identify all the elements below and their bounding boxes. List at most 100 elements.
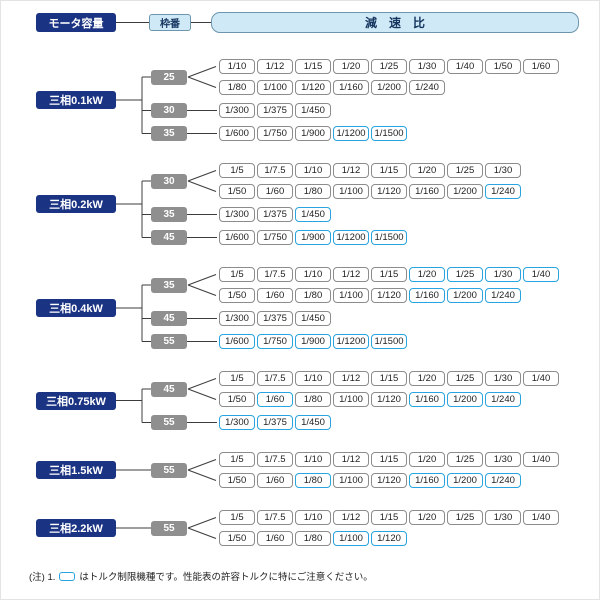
ratio-box: 1/25 (447, 452, 483, 467)
ratio-box: 1/375 (257, 207, 293, 222)
ratio-box: 1/20 (409, 510, 445, 525)
ratio-box-torque-limited: 1/60 (257, 392, 293, 407)
ratio-box-torque-limited: 1/120 (371, 531, 407, 546)
ratio-box-torque-limited: 1/80 (295, 473, 331, 488)
ratio-box: 1/750 (257, 230, 293, 245)
footnote-prefix: (注) 1. (29, 572, 56, 583)
motor-capacity-box: 三相1.5kW (36, 461, 116, 479)
ratio-box-torque-limited: 1/25 (447, 267, 483, 282)
ratio-box: 1/160 (409, 184, 445, 199)
ratio-box-torque-limited: 1/100 (333, 531, 369, 546)
frame-number-box: 55 (151, 462, 187, 478)
ratio-box: 1/7.5 (257, 163, 293, 178)
ratio-box: 1/7.5 (257, 452, 293, 467)
ratio-box: 1/60 (523, 59, 559, 74)
ratio-box: 1/7.5 (257, 510, 293, 525)
frame-number-box: 45 (151, 311, 187, 326)
ratio-box-torque-limited: 1/1200 (333, 230, 369, 245)
ratio-box: 1/100 (333, 288, 369, 303)
ratio-box-torque-limited: 1/1200 (333, 126, 369, 141)
footnote: (注) 1. はトルク制限機種です。性能表の許容トルクに特にご注意ください。 (29, 569, 373, 583)
ratio-box: 1/60 (257, 473, 293, 488)
ratio-box: 1/120 (371, 473, 407, 488)
motor-capacity-box: 三相0.4kW (36, 299, 116, 317)
ratio-box: 1/25 (447, 163, 483, 178)
ratio-box-torque-limited: 1/750 (257, 334, 293, 349)
ratio-box: 1/12 (333, 452, 369, 467)
torque-limited-legend-box (59, 571, 76, 581)
ratio-box-torque-limited: 1/900 (295, 334, 331, 349)
ratio-box: 1/5 (219, 510, 255, 525)
ratio-box: 1/12 (257, 59, 293, 74)
ratio-box: 1/80 (295, 288, 331, 303)
ratio-box-torque-limited: 1/1500 (371, 230, 407, 245)
ratio-box: 1/40 (447, 59, 483, 74)
ratio-box: 1/100 (257, 80, 293, 95)
ratio-box: 1/80 (295, 531, 331, 546)
ratio-box: 1/300 (219, 103, 255, 118)
ratio-box: 1/300 (219, 207, 255, 222)
ratio-box: 1/25 (447, 510, 483, 525)
ratio-box: 1/10 (295, 452, 331, 467)
ratio-box: 1/20 (409, 452, 445, 467)
ratio-box: 1/5 (219, 267, 255, 282)
ratio-box-torque-limited: 1/200 (447, 288, 483, 303)
ratio-box: 1/40 (523, 371, 559, 386)
frame-number-box: 45 (151, 381, 187, 397)
ratio-box-torque-limited: 1/240 (485, 392, 521, 407)
ratio-box: 1/600 (219, 126, 255, 141)
frame-number-box: 55 (151, 415, 187, 430)
ratio-box: 1/120 (371, 288, 407, 303)
frame-number-box: 55 (151, 520, 187, 536)
ratio-box: 1/120 (371, 392, 407, 407)
ratio-box-torque-limited: 1/160 (409, 473, 445, 488)
ratio-box: 1/20 (409, 163, 445, 178)
ratio-box: 1/900 (295, 126, 331, 141)
ratio-box: 1/10 (219, 59, 255, 74)
ratio-box: 1/10 (295, 510, 331, 525)
ratio-box: 1/12 (333, 371, 369, 386)
ratio-box: 1/15 (371, 163, 407, 178)
ratio-box: 1/50 (485, 59, 521, 74)
frame-number-box: 30 (151, 103, 187, 118)
frame-number-box: 35 (151, 126, 187, 141)
ratio-box: 1/200 (371, 80, 407, 95)
motor-capacity-box: 三相0.1kW (36, 91, 116, 109)
ratio-box: 1/80 (219, 80, 255, 95)
ratio-box: 1/60 (257, 288, 293, 303)
ratio-box: 1/50 (219, 531, 255, 546)
frame-number-box: 35 (151, 207, 187, 222)
ratio-box: 1/12 (333, 163, 369, 178)
ratio-box: 1/120 (295, 80, 331, 95)
ratio-box-torque-limited: 1/160 (409, 288, 445, 303)
ratio-box: 1/375 (257, 311, 293, 326)
ratio-box: 1/600 (219, 230, 255, 245)
motor-capacity-box: 三相2.2kW (36, 519, 116, 537)
ratio-box: 1/80 (295, 392, 331, 407)
ratio-box: 1/60 (257, 184, 293, 199)
ratio-box: 1/12 (333, 267, 369, 282)
ratio-box: 1/160 (333, 80, 369, 95)
ratio-box: 1/5 (219, 452, 255, 467)
ratio-box: 1/15 (295, 59, 331, 74)
ratio-box-torque-limited: 1/450 (295, 415, 331, 430)
ratio-box-torque-limited: 1/240 (485, 288, 521, 303)
reduction-ratio-header: 減 速 比 (211, 12, 579, 33)
ratio-box-torque-limited: 1/20 (409, 267, 445, 282)
ratio-box-torque-limited: 1/30 (485, 267, 521, 282)
ratio-box: 1/10 (295, 267, 331, 282)
ratio-box-torque-limited: 1/40 (523, 267, 559, 282)
ratio-box: 1/120 (371, 184, 407, 199)
ratio-box: 1/20 (333, 59, 369, 74)
ratio-box: 1/7.5 (257, 267, 293, 282)
ratio-box-torque-limited: 1/900 (295, 230, 331, 245)
ratio-box-torque-limited: 1/600 (219, 334, 255, 349)
ratio-box-torque-limited: 1/450 (295, 207, 331, 222)
ratio-box: 1/40 (523, 510, 559, 525)
ratio-box: 1/80 (295, 184, 331, 199)
ratio-box-torque-limited: 1/200 (447, 392, 483, 407)
ratio-box: 1/15 (371, 452, 407, 467)
ratio-box: 1/50 (219, 473, 255, 488)
frame-number-box: 45 (151, 230, 187, 245)
